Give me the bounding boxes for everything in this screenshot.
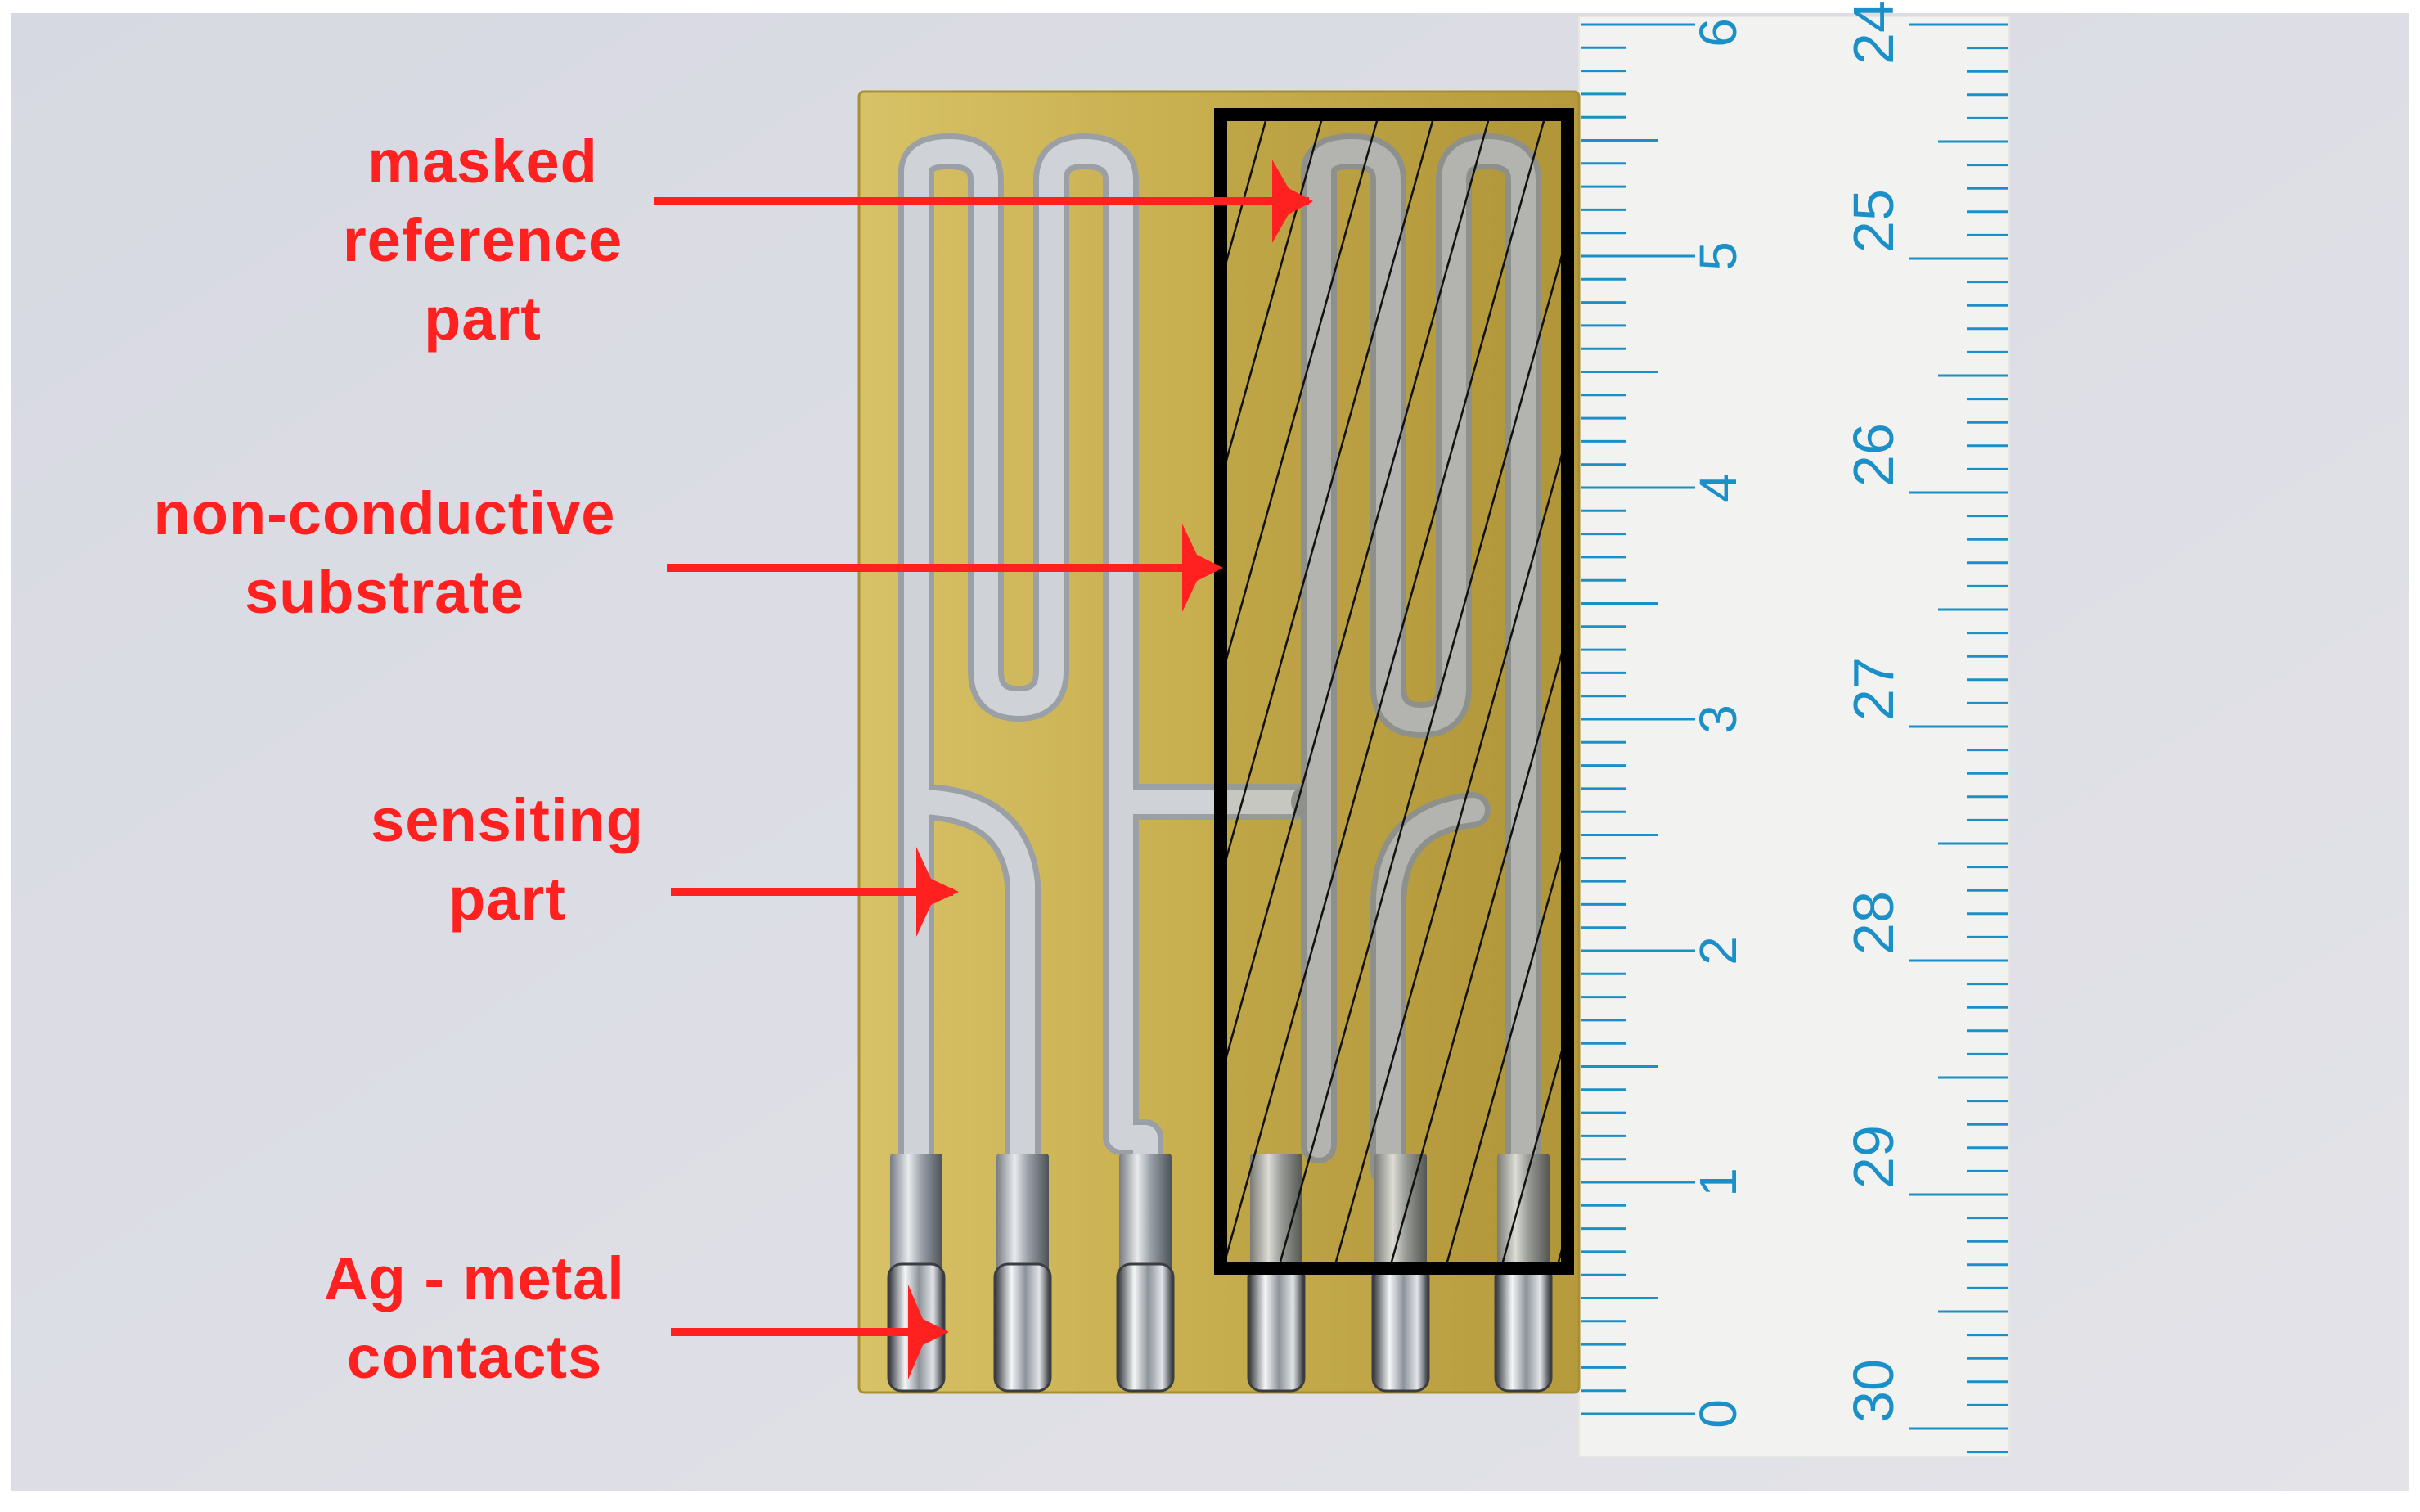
label-line: contacts [346, 1323, 603, 1391]
solder-blob [993, 1262, 1052, 1393]
mask-hatch-line [1221, 115, 1491, 1082]
label-line: Ag - metal [324, 1244, 625, 1312]
mask-hatch-line [1388, 628, 1568, 1268]
mask-hatch-line [1333, 430, 1568, 1268]
ruler-cm-label: 1 [1689, 1168, 1748, 1197]
ruler-cm-label: 2 [1689, 936, 1748, 965]
label-line: reference [342, 206, 623, 274]
label-ag-metal-contacts: Ag - metal contacts [295, 1240, 654, 1397]
label-masked-reference-part: masked reference part [311, 123, 654, 358]
ruler-inch-label: 26 [1842, 423, 1905, 487]
mask-hatch-line [1221, 115, 1325, 485]
mask-hatch-line [1277, 231, 1568, 1268]
ruler: 0 1 2 3 4 5 6 30 29 28 27 26 25 24 [1578, 1, 2010, 1457]
mask-hatch-line [1221, 115, 1547, 1268]
label-line: non-conductive [153, 479, 616, 547]
label-line: substrate [244, 558, 525, 626]
ruler-inch-label: 28 [1842, 891, 1905, 955]
ruler-cm-label: 4 [1689, 473, 1748, 502]
label-line: sensiting [371, 786, 644, 854]
ruler-cm-label: 0 [1689, 1399, 1748, 1429]
ruler-inch-label: 27 [1842, 657, 1905, 721]
ruler-cm-label: 3 [1689, 704, 1748, 734]
reference-traces [1291, 133, 1541, 1188]
contact-pad [1119, 1154, 1172, 1293]
contact-pad [1497, 1154, 1550, 1293]
ruler-cm-label: 5 [1689, 241, 1748, 271]
mask-overlay [1214, 108, 1574, 1275]
solder-blob [1247, 1262, 1306, 1393]
label-sensing-part: sensiting part [344, 781, 671, 938]
ruler-cm-label: 6 [1689, 18, 1748, 47]
ruler-inch-label: 30 [1842, 1359, 1905, 1423]
mask-hatch-line [1444, 827, 1568, 1268]
mask-hatch-line [1500, 1027, 1568, 1268]
label-non-conductive-substrate: non-conductive substrate [115, 475, 654, 632]
ruler-inch-label: 25 [1842, 189, 1905, 253]
solder-blob [1116, 1262, 1175, 1393]
contact-pad [1250, 1154, 1302, 1293]
contact-pads [887, 1154, 1553, 1393]
contact-pad [890, 1154, 942, 1293]
ruler-inch-label: 24 [1842, 1, 1905, 65]
label-line: part [424, 285, 542, 353]
ruler-inch-label: 29 [1842, 1125, 1905, 1189]
solder-blob [1371, 1262, 1430, 1393]
solder-blob [1494, 1262, 1553, 1393]
contact-pad [1374, 1154, 1427, 1293]
contact-pad [996, 1154, 1049, 1293]
label-line: masked [367, 128, 598, 196]
mask-hatch-line [1221, 115, 1380, 684]
annotation-arrows [654, 160, 1313, 1379]
label-line: part [448, 865, 566, 933]
mask-hatch-line [1221, 115, 1436, 883]
